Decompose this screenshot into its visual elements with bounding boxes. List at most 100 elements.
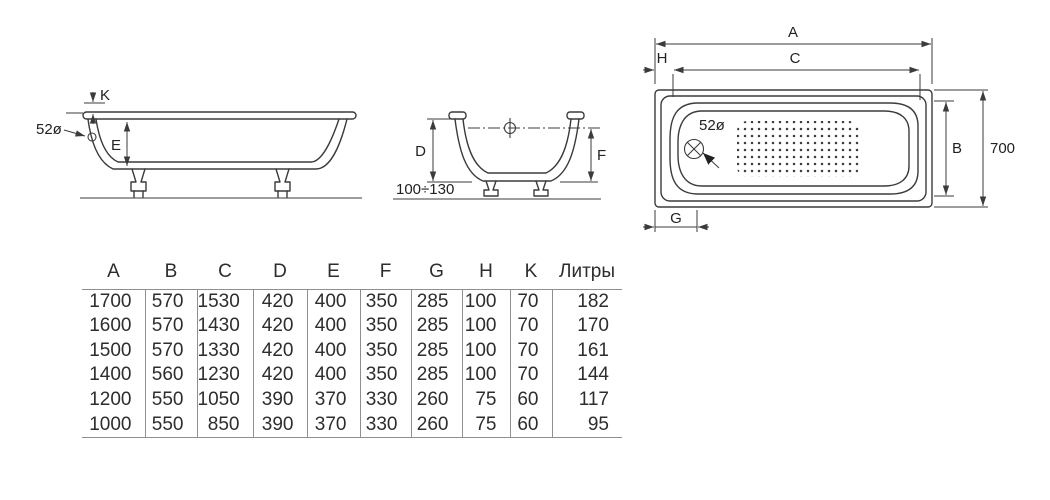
top-overall-width-label: 700 xyxy=(990,140,1015,157)
table-cell: 1330 xyxy=(197,338,254,364)
table-cell: 1500 xyxy=(82,338,146,364)
top-view: 52ø A H C B 700 G xyxy=(643,24,1015,232)
tub-inner-wall xyxy=(462,118,572,174)
side-label-e: E xyxy=(111,137,121,154)
column-header: H xyxy=(462,256,510,290)
column-header: B xyxy=(145,256,197,290)
table-cell: 70 xyxy=(510,338,553,364)
foot-height-range-label: 100÷130 xyxy=(396,181,454,198)
top-label-c: C xyxy=(790,50,801,67)
table-cell: 170 xyxy=(577,315,609,337)
drain-hole xyxy=(683,138,705,160)
table-cell: 285 xyxy=(411,363,463,388)
tub-foot xyxy=(274,168,291,192)
table-cell: 100 xyxy=(462,289,511,314)
bathtub-technical-drawing: 52ø K E 100÷130 D F xyxy=(36,24,1015,232)
table-cell: 370 xyxy=(307,387,361,413)
table-cell: 117 xyxy=(578,389,609,411)
table-cell: 161 xyxy=(577,339,609,361)
table-cell: 570 xyxy=(145,313,198,339)
table-cell: 1400 xyxy=(82,363,146,388)
table-cell: 60 xyxy=(510,387,553,413)
table-cell: 390 xyxy=(253,412,308,438)
table-cell: 370 xyxy=(307,412,361,438)
column-header: G xyxy=(411,256,462,290)
overflow-hole xyxy=(87,132,97,142)
table-cell: 70 xyxy=(510,289,553,314)
table-cell: 350 xyxy=(360,289,412,314)
table-cell: 100 xyxy=(462,338,511,364)
top-label-g: G xyxy=(670,210,682,227)
table-cell: 400 xyxy=(307,338,361,364)
basin-bottom-line xyxy=(677,110,910,187)
table-cell: 420 xyxy=(253,289,308,314)
basin-outline xyxy=(669,102,919,195)
table-cell: 550 xyxy=(145,387,198,413)
table-cell: 350 xyxy=(360,338,412,364)
column-header: F xyxy=(360,256,411,290)
rim-section xyxy=(566,111,585,120)
table-cell: 1700 xyxy=(82,289,146,314)
table-cell: 60 xyxy=(510,412,553,438)
table-cell: 570 xyxy=(145,289,198,314)
table-cell: 550 xyxy=(145,412,198,438)
tub-foot xyxy=(130,168,147,192)
column-header: A xyxy=(82,256,145,290)
table-cell: 420 xyxy=(253,313,308,339)
rim-section xyxy=(448,111,467,120)
table-cell: 70 xyxy=(510,313,553,339)
table-cell: 1600 xyxy=(82,313,146,339)
drain-cross xyxy=(686,141,702,157)
table-cell: 570 xyxy=(145,338,198,364)
end-view: 100÷130 D F xyxy=(393,111,606,200)
table-cell: 400 xyxy=(307,289,361,314)
table-cell: 1230 xyxy=(197,363,254,388)
leader-line xyxy=(702,152,720,169)
anti-slip-mat xyxy=(737,121,859,177)
tub-outer-wall xyxy=(454,118,580,182)
table-cell: 850 xyxy=(197,412,254,438)
table-cell: 100 xyxy=(462,313,511,339)
table-cell: 285 xyxy=(411,338,463,364)
table-cell: 75 xyxy=(462,387,511,413)
table-cell: 95 xyxy=(552,412,622,438)
column-header: D xyxy=(253,256,307,290)
table-cell: 70 xyxy=(510,363,553,388)
table-cell: 330 xyxy=(360,412,412,438)
tub-rim xyxy=(82,111,357,120)
column-header: K xyxy=(510,256,552,290)
table-cell: 350 xyxy=(360,313,412,339)
tub-foot xyxy=(483,180,499,197)
top-label-b: B xyxy=(952,140,962,157)
tub-outline xyxy=(654,89,933,208)
table-cell: 260 xyxy=(411,412,463,438)
table-cell: 560 xyxy=(145,363,198,388)
table-cell: 1050 xyxy=(197,387,254,413)
end-label-f: F xyxy=(597,147,606,164)
table-cell: 182 xyxy=(577,290,609,312)
rim-inner-line xyxy=(660,95,927,202)
column-header: Литры xyxy=(552,256,622,290)
side-overflow-diameter-label: 52ø xyxy=(36,121,62,138)
table-cell: 400 xyxy=(307,363,361,388)
end-label-d: D xyxy=(415,143,426,160)
table-cell: 285 xyxy=(411,313,463,339)
table-cell: 260 xyxy=(411,387,463,413)
side-view: 52ø K E xyxy=(36,87,362,199)
top-label-a: A xyxy=(788,24,798,41)
side-label-k: K xyxy=(100,87,110,104)
table-cell: 400 xyxy=(307,313,361,339)
table-cell: 1200 xyxy=(82,387,146,413)
column-header: C xyxy=(197,256,253,290)
table-cell: 1430 xyxy=(197,313,254,339)
leader-line xyxy=(63,129,86,137)
tub-inner-wall xyxy=(95,118,340,163)
table-cell: 285 xyxy=(411,289,463,314)
